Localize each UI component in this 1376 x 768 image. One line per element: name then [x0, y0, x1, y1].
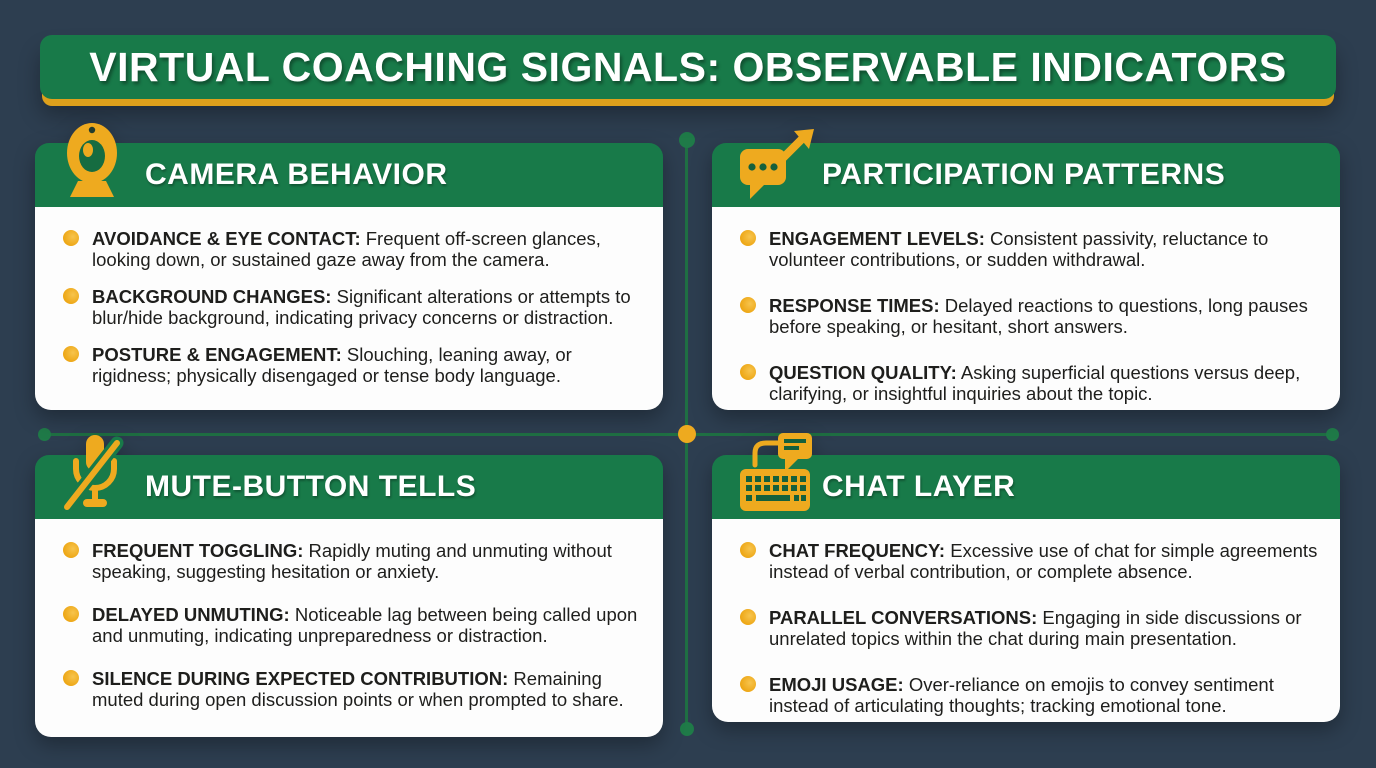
card-chat-layer: CHAT LAYER CHAT FREQUENCY: Excessive use…: [712, 433, 1340, 722]
card-camera-behavior: CAMERA BEHAVIOR AVOIDANCE & EYE CONTACT:…: [35, 123, 663, 410]
item-text: Engaging in side discussions or unrelate…: [769, 607, 1302, 649]
list-item: ENGAGEMENT LEVELS: Consistent passivity,…: [712, 228, 1328, 270]
bullet-icon: [63, 230, 79, 246]
item-text: Frequent off-screen glances, looking dow…: [92, 228, 601, 270]
item-text: Slouching, leaning away, or rigidness; p…: [92, 344, 572, 386]
divider-dot-left: [38, 428, 51, 441]
list-item: CHAT FREQUENCY: Excessive use of chat fo…: [712, 540, 1328, 582]
card-participation-body: ENGAGEMENT LEVELS: Consistent passivity,…: [712, 207, 1340, 410]
bullet-icon: [63, 670, 79, 686]
list-item: RESPONSE TIMES: Delayed reactions to que…: [712, 295, 1328, 337]
item-text: Excessive use of chat for simple agreeme…: [769, 540, 1318, 582]
card-camera-body: AVOIDANCE & EYE CONTACT: Frequent off-sc…: [35, 207, 663, 410]
divider-dot-right: [1326, 428, 1339, 441]
bullet-icon: [63, 288, 79, 304]
item-text: Delayed reactions to questions, long pau…: [769, 295, 1308, 337]
item-text: Consistent passivity, reluctance to volu…: [769, 228, 1269, 270]
list-item: QUESTION QUALITY: Asking superficial que…: [712, 362, 1328, 404]
item-label: ENGAGEMENT LEVELS:: [769, 228, 985, 249]
item-label: POSTURE & ENGAGEMENT:: [92, 344, 342, 365]
item-text: Asking superficial questions versus deep…: [769, 362, 1301, 404]
item-label: BACKGROUND CHANGES:: [92, 286, 332, 307]
bullet-icon: [740, 676, 756, 692]
bullet-icon: [63, 542, 79, 558]
item-label: QUESTION QUALITY:: [769, 362, 957, 383]
item-text: Remaining muted during open discussion p…: [92, 668, 624, 710]
bullet-icon: [740, 230, 756, 246]
bullet-icon: [740, 609, 756, 625]
muted-mic-icon: [60, 431, 127, 515]
webcam-icon: [61, 119, 123, 203]
item-text: Rapidly muting and unmuting without spea…: [92, 540, 612, 582]
item-text: Significant alterations or attempts to b…: [92, 286, 631, 328]
bullet-icon: [740, 297, 756, 313]
item-label: CHAT FREQUENCY:: [769, 540, 946, 561]
card-camera-header: CAMERA BEHAVIOR: [35, 123, 663, 207]
list-item: DELAYED UNMUTING: Noticeable lag between…: [35, 604, 651, 646]
card-participation-title: PARTICIPATION PATTERNS: [822, 158, 1226, 191]
bullet-icon: [63, 606, 79, 622]
card-mute-button-tells: MUTE-BUTTON TELLS FREQUENT TOGGLING: Rap…: [35, 435, 663, 737]
item-label: PARALLEL CONVERSATIONS:: [769, 607, 1038, 628]
card-participation-header: PARTICIPATION PATTERNS: [712, 129, 1340, 207]
item-label: AVOIDANCE & EYE CONTACT:: [92, 228, 361, 249]
list-item: PARALLEL CONVERSATIONS: Engaging in side…: [712, 607, 1328, 649]
card-mute-title: MUTE-BUTTON TELLS: [145, 470, 477, 503]
divider-dot-center: [678, 425, 696, 443]
item-text: Over-reliance on emojis to convey sentim…: [769, 674, 1274, 716]
page-title: VIRTUAL COACHING SIGNALS: OBSERVABLE IND…: [89, 43, 1287, 90]
item-label: EMOJI USAGE:: [769, 674, 904, 695]
divider-dot-bottom: [680, 722, 694, 736]
item-label: SILENCE DURING EXPECTED CONTRIBUTION:: [92, 668, 509, 689]
list-item: POSTURE & ENGAGEMENT: Slouching, leaning…: [35, 344, 651, 386]
list-item: EMOJI USAGE: Over-reliance on emojis to …: [712, 674, 1328, 716]
card-chat-body: CHAT FREQUENCY: Excessive use of chat fo…: [712, 519, 1340, 722]
card-mute-header: MUTE-BUTTON TELLS: [35, 435, 663, 519]
title-banner: VIRTUAL COACHING SIGNALS: OBSERVABLE IND…: [40, 35, 1336, 99]
list-item: AVOIDANCE & EYE CONTACT: Frequent off-sc…: [35, 228, 651, 270]
card-mute-body: FREQUENT TOGGLING: Rapidly muting and un…: [35, 519, 663, 737]
list-item: FREQUENT TOGGLING: Rapidly muting and un…: [35, 540, 651, 582]
card-chat-title: CHAT LAYER: [822, 470, 1016, 503]
bullet-icon: [740, 364, 756, 380]
card-chat-header: CHAT LAYER: [712, 433, 1340, 519]
keyboard-chat-icon: [738, 431, 818, 515]
list-item: BACKGROUND CHANGES: Significant alterati…: [35, 286, 651, 328]
item-text: Noticeable lag between being called upon…: [92, 604, 638, 646]
bullet-icon: [63, 346, 79, 362]
list-item: SILENCE DURING EXPECTED CONTRIBUTION: Re…: [35, 668, 651, 710]
item-label: RESPONSE TIMES:: [769, 295, 940, 316]
card-camera-title: CAMERA BEHAVIOR: [145, 158, 448, 191]
card-participation-patterns: PARTICIPATION PATTERNS ENGAGEMENT LEVELS…: [712, 129, 1340, 410]
divider-dot-top: [679, 132, 695, 148]
item-label: DELAYED UNMUTING:: [92, 604, 290, 625]
item-label: FREQUENT TOGGLING:: [92, 540, 304, 561]
bullet-icon: [740, 542, 756, 558]
chat-trend-icon: [738, 129, 816, 203]
